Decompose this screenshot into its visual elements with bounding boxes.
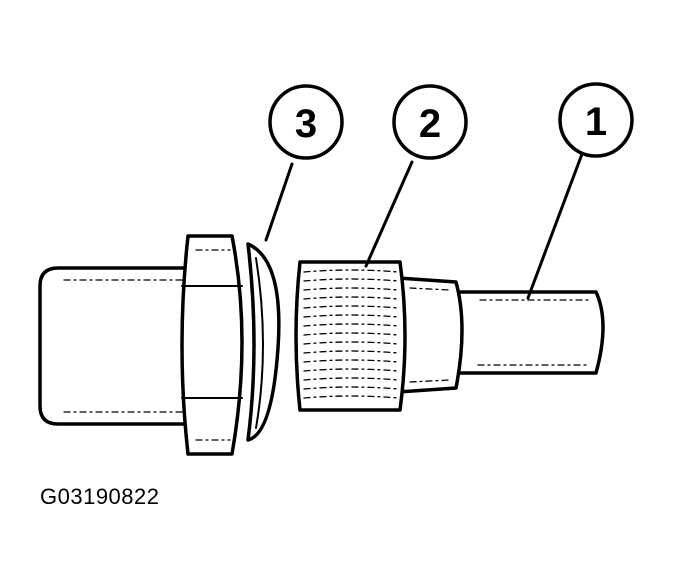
leader-line-3: [264, 162, 294, 242]
probe-tip: [438, 290, 605, 375]
callout-number-2: 2: [419, 102, 441, 146]
thread-line: [303, 377, 399, 381]
thread-line: [303, 269, 399, 273]
leader-lines: [264, 152, 584, 300]
hex-nut: [180, 234, 244, 456]
thread-line: [303, 341, 399, 345]
callout-number-3: 3: [295, 102, 317, 146]
thread-line: [303, 395, 399, 399]
leader-line-2: [364, 160, 414, 268]
housing-cylinder: [38, 266, 200, 426]
thread-line: [303, 359, 399, 363]
thread-line: [303, 350, 399, 354]
figure-id-label: G03190822: [40, 484, 160, 509]
thread-line: [303, 323, 399, 327]
thread-line: [303, 314, 399, 318]
thread-line: [303, 287, 399, 291]
callout-number-1: 1: [585, 100, 607, 144]
thread-line: [303, 305, 399, 309]
neck-shoulder: [396, 276, 464, 394]
thread-line: [303, 368, 399, 372]
leader-line-1: [526, 152, 584, 300]
threaded-body: [294, 260, 407, 412]
callout-3: 3: [268, 84, 344, 160]
thread-line: [303, 278, 399, 282]
thread-line: [303, 386, 399, 390]
thread-line: [303, 296, 399, 300]
thread-line: [303, 332, 399, 336]
callout-1: 1: [558, 82, 634, 158]
callout-2: 2: [392, 84, 468, 160]
sealing-washer: [246, 242, 281, 442]
